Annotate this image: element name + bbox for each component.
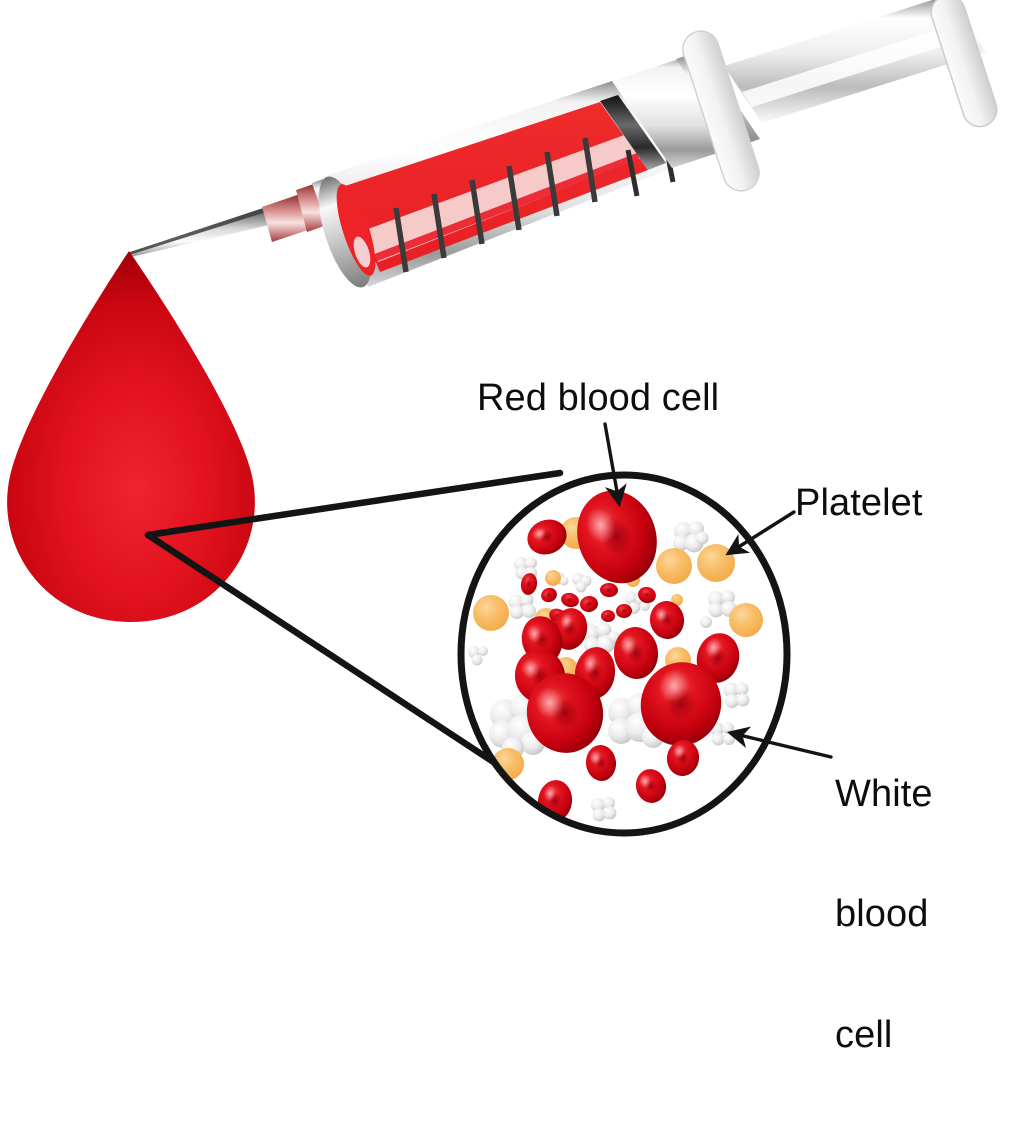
label-white-blood-cell: White blood cell <box>835 693 933 1136</box>
blood-diagram-illustration <box>7 0 998 837</box>
red-blood-cell <box>520 573 538 595</box>
red-blood-cell <box>696 633 740 683</box>
syringe <box>128 0 998 288</box>
white-blood-cell <box>572 573 592 593</box>
red-blood-cell <box>649 601 685 639</box>
arrow-white-blood-cell <box>726 726 833 759</box>
label-white-blood-cell-line3: cell <box>835 1014 893 1057</box>
red-blood-cell <box>561 592 579 608</box>
syringe-plunger-stopper <box>600 95 666 170</box>
red-blood-cell <box>600 582 618 598</box>
red-blood-cell <box>577 490 657 584</box>
platelet <box>545 570 561 586</box>
diagram-canvas: Red blood cell Platelet White blood cell <box>7 0 998 1056</box>
red-blood-cell <box>541 587 557 603</box>
white-blood-cell <box>508 593 536 619</box>
platelet <box>656 548 692 584</box>
syringe-thumb-rest <box>930 0 998 128</box>
red-blood-cell <box>580 595 598 613</box>
label-white-blood-cell-line2: blood <box>835 893 929 936</box>
red-blood-cell <box>613 627 659 679</box>
red-blood-cells <box>514 490 740 822</box>
label-platelet: Platelet <box>795 482 923 524</box>
red-blood-cell <box>635 769 667 803</box>
red-blood-cell <box>601 610 615 622</box>
magnifier-cone-lines <box>144 469 564 794</box>
white-blood-cell <box>700 616 712 628</box>
white-blood-cell <box>468 646 488 666</box>
white-blood-cell <box>673 521 709 553</box>
magnifier-outline <box>457 471 791 837</box>
white-blood-cell <box>723 682 750 708</box>
red-blood-cell <box>640 662 722 746</box>
label-red-blood-cell: Red blood cell <box>477 377 720 419</box>
blood-drop <box>7 251 255 622</box>
arrow-red-blood-cell <box>603 422 627 508</box>
platelet <box>473 595 509 631</box>
blood-cell-field <box>468 490 763 822</box>
plunger-rod-highlight <box>742 22 972 107</box>
syringe-finger-flange <box>682 30 760 192</box>
red-blood-cell <box>526 673 604 753</box>
red-blood-cell <box>666 740 700 776</box>
annotation-arrows <box>603 422 833 759</box>
platelet <box>697 544 735 582</box>
red-blood-cell <box>527 519 567 555</box>
red-blood-cell <box>616 603 632 619</box>
syringe-needle <box>128 206 276 257</box>
platelet <box>729 603 763 637</box>
label-white-blood-cell-line1: White <box>835 772 933 815</box>
magnified-blood-sample <box>457 471 791 837</box>
white-blood-cell <box>591 797 617 822</box>
arrow-platelet <box>725 510 796 556</box>
red-blood-cell <box>638 586 656 604</box>
red-blood-cell <box>585 745 617 781</box>
